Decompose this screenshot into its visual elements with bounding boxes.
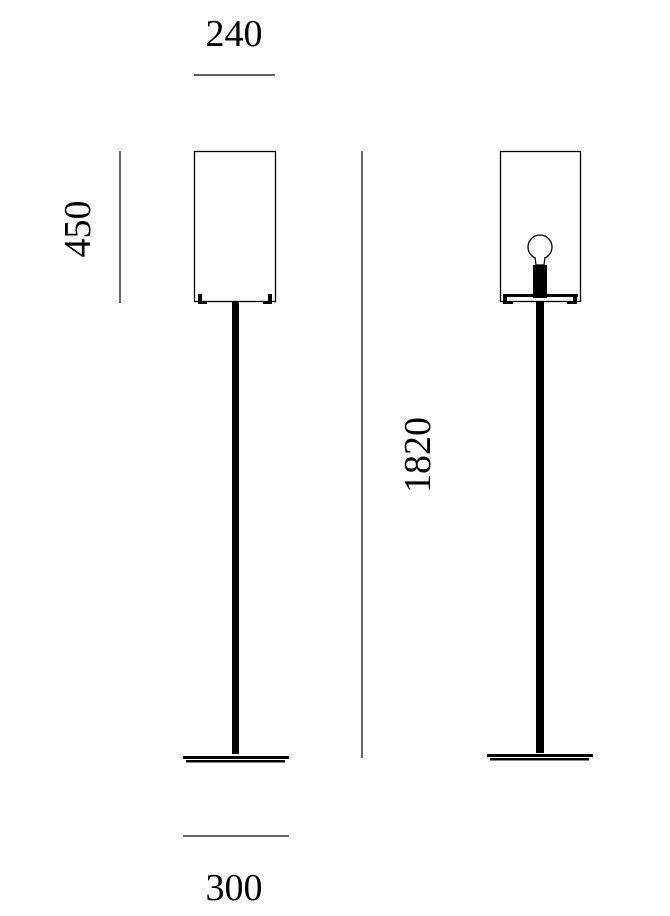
- lamp-pole: [232, 302, 239, 754]
- bulb-icon: [527, 234, 553, 260]
- lamp-exterior-view: [183, 150, 289, 763]
- shade-clip-right: [268, 294, 272, 303]
- lamp-base-top: [183, 756, 289, 759]
- plate-foot-left: [507, 301, 513, 304]
- lamp-base-bottom-section: [490, 758, 589, 761]
- shade-plate: [503, 294, 578, 297]
- lamp-section-view: [487, 150, 593, 761]
- total-height-label: 1820: [397, 417, 439, 493]
- bulb-socket: [533, 265, 547, 298]
- lamp-shade-section: [499, 150, 582, 303]
- lamp-shade: [193, 150, 277, 303]
- plate-clip-right: [573, 294, 577, 304]
- lamp-base-bottom: [186, 760, 285, 763]
- shade-clip-left: [198, 294, 202, 303]
- shade-clip-right-foot: [263, 301, 272, 304]
- shade-width-label: 240: [206, 13, 263, 55]
- shade-height-label: 450: [57, 201, 99, 258]
- lamp-pole-section: [536, 302, 544, 753]
- plate-foot-right: [567, 301, 573, 304]
- shade-clip-left-foot: [198, 301, 207, 304]
- plate-clip-left: [503, 294, 507, 304]
- lamp-base-top-section: [487, 754, 593, 757]
- base-width-label: 300: [206, 867, 263, 909]
- bulb-neck: [534, 256, 546, 266]
